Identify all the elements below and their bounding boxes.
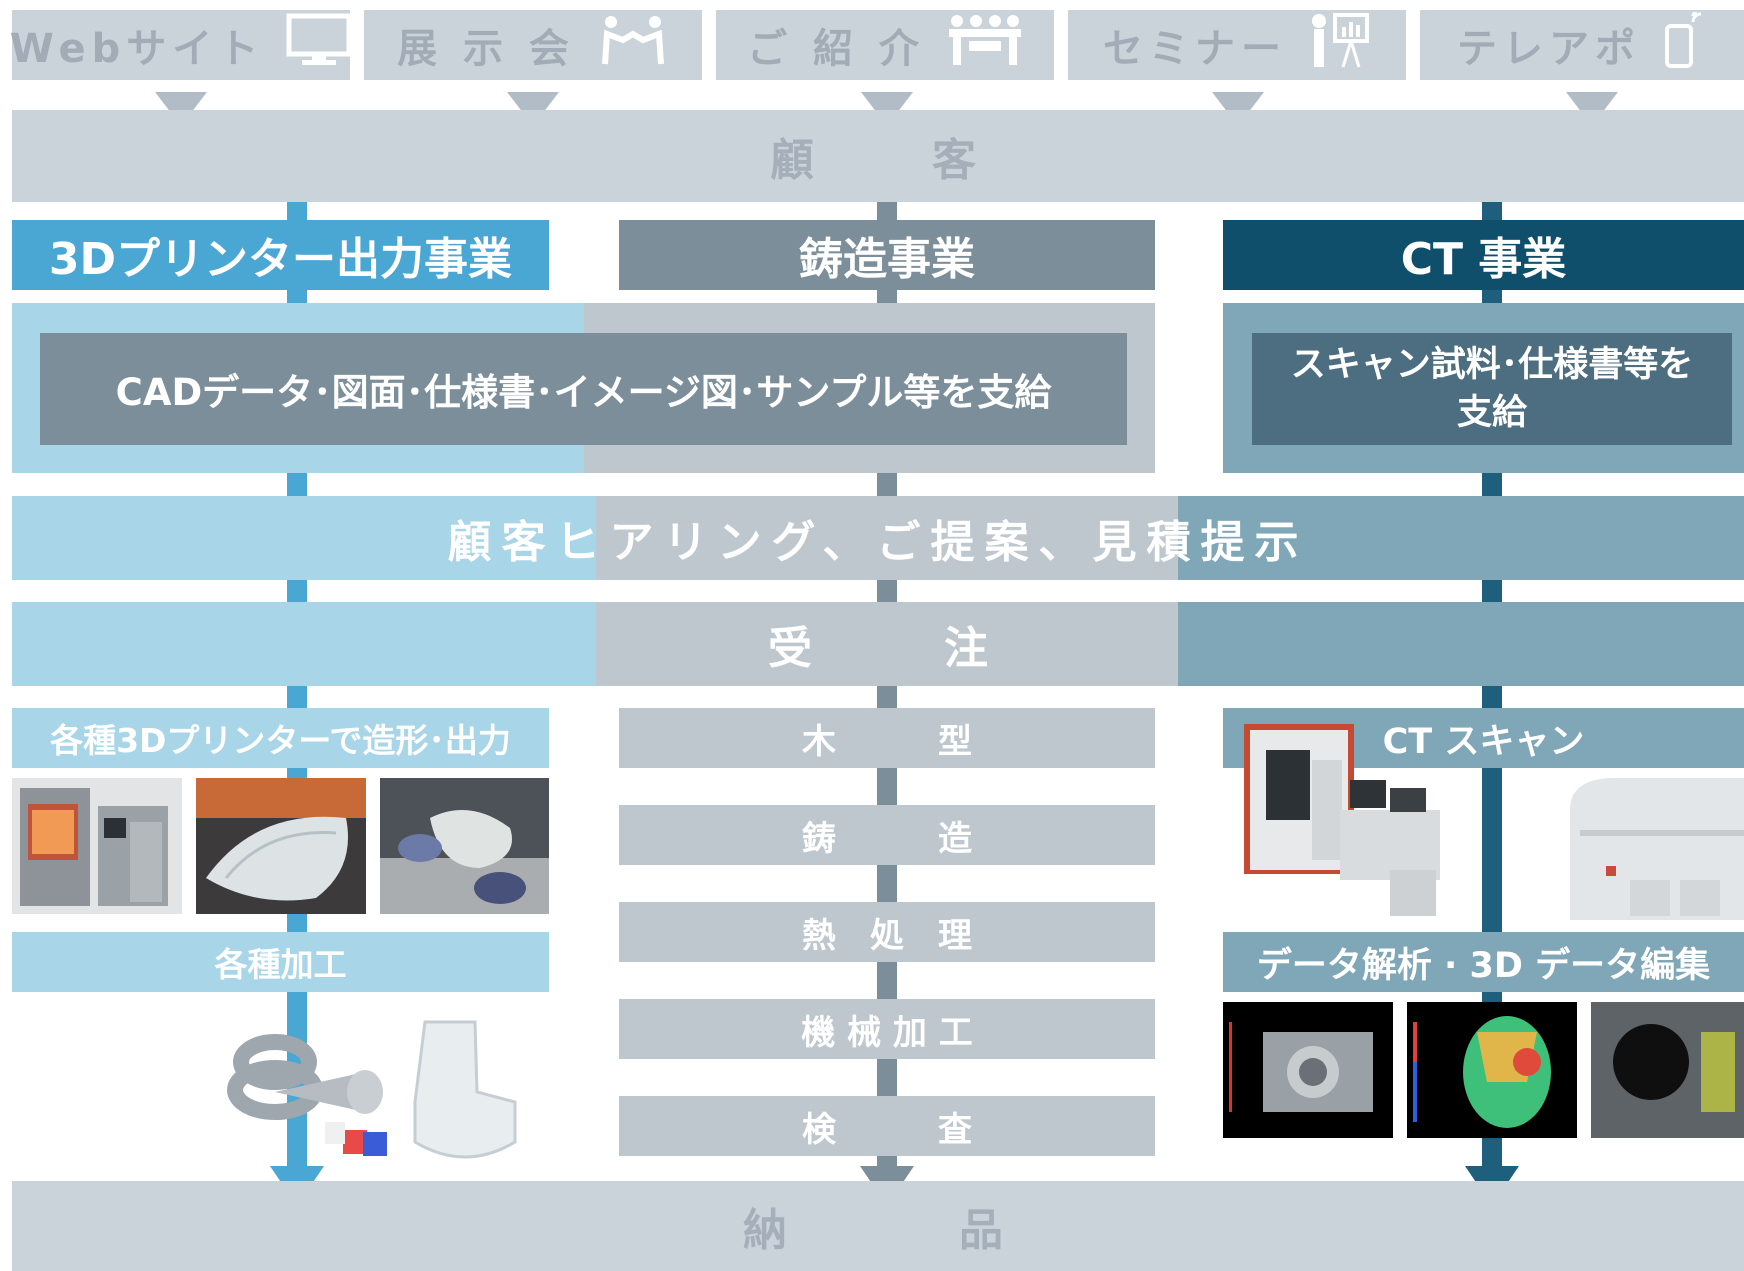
order-label: 受 注 <box>768 623 988 674</box>
hearing-bg-casting <box>596 496 1190 580</box>
source-label: セミナー <box>1103 26 1287 72</box>
hearing-label: 顧客ヒアリング、ご提案、見積提示 <box>447 517 1309 568</box>
photo-3d-printed-part <box>196 778 366 914</box>
photo-ct-analysis-2 <box>1407 1002 1577 1138</box>
supply-box-left: CADデータ･図面･仕様書･イメージ図･サンプル等を支給 <box>40 333 1127 445</box>
casting-step-machining: 機 械 加 工 <box>619 999 1155 1059</box>
casting-step-pattern: 木 型 <box>619 708 1155 768</box>
source-exhibition[interactable]: 展 示 会 <box>364 10 702 80</box>
hearing-band: 顧客ヒアリング、ご提案、見積提示 <box>12 496 1744 580</box>
photo-3d-model-handling <box>380 778 549 914</box>
delivery-label: 納 品 <box>743 1205 1013 1256</box>
meeting-icon <box>947 13 1023 77</box>
source-label: Webサイト <box>9 26 265 72</box>
supply-label-line1: スキャン試料･仕様書等を <box>1290 345 1694 385</box>
division-header-casting: 鋳造事業 <box>619 220 1155 290</box>
division-label: CT 事業 <box>1400 234 1567 285</box>
step-label: データ解析 · 3D データ編集 <box>1256 945 1711 986</box>
photo-processed-parts <box>215 1002 545 1172</box>
division-label: 3Dプリンター出力事業 <box>48 234 513 285</box>
step-label: 鋳 造 <box>802 818 972 859</box>
handshake-icon <box>597 14 669 76</box>
source-web[interactable]: Webサイト <box>9 10 352 80</box>
photo-ct-analysis-1 <box>1223 1002 1393 1138</box>
order-bg-ct <box>1178 602 1744 686</box>
photo-ct-scanner-right <box>1560 770 1744 920</box>
step-label: CT スキャン <box>1382 721 1585 762</box>
printing-step-output: 各種3Dプリンターで造形･出力 <box>12 708 549 768</box>
source-telephone[interactable]: テレアポ <box>1420 10 1744 80</box>
customer-label: 顧 客 <box>770 135 986 186</box>
delivery-band: 納 品 <box>12 1181 1744 1271</box>
source-label: 展 示 会 <box>397 26 575 72</box>
photo-3d-printer-machine <box>12 778 182 914</box>
casting-step-casting: 鋳 造 <box>619 805 1155 865</box>
hearing-bg-ct <box>1178 496 1744 580</box>
source-referral[interactable]: ご 紹 介 <box>716 10 1054 80</box>
hearing-bg-printing <box>12 496 596 580</box>
order-text-wrap: 受 注 <box>12 602 1744 686</box>
supply-label: CADデータ･図面･仕様書･イメージ図･サンプル等を支給 <box>115 371 1052 414</box>
casting-step-heat-treatment: 熱 処 理 <box>619 902 1155 962</box>
casting-step-inspection: 検 査 <box>619 1096 1155 1156</box>
step-label: 各種3Dプリンターで造形･出力 <box>50 721 511 760</box>
step-label: 熱 処 理 <box>802 915 972 956</box>
presentation-icon <box>1309 11 1371 79</box>
source-label: ご 紹 介 <box>747 26 925 72</box>
source-label: テレアポ <box>1457 26 1641 72</box>
step-label: 検 査 <box>802 1109 972 1150</box>
division-header-printing: 3Dプリンター出力事業 <box>12 220 549 290</box>
order-band: 受 注 <box>12 602 1744 686</box>
division-header-ct: CT 事業 <box>1223 220 1744 290</box>
step-label: 機 械 加 工 <box>801 1012 973 1053</box>
division-label: 鋳造事業 <box>799 234 975 285</box>
hearing-text-wrap: 顧客ヒアリング、ご提案、見積提示 <box>12 496 1744 580</box>
customer-band: 顧 客 <box>12 110 1744 202</box>
step-label: 各種加工 <box>214 945 347 984</box>
order-bg-casting <box>596 602 1190 686</box>
order-bg-printing <box>12 602 596 686</box>
supply-box-right: スキャン試料･仕様書等を 支給 <box>1252 333 1732 445</box>
monitor-icon <box>286 13 352 77</box>
source-seminar[interactable]: セミナー <box>1068 10 1406 80</box>
printing-step-processing: 各種加工 <box>12 932 549 992</box>
phone-icon <box>1663 10 1707 78</box>
supply-label-line2: 支給 <box>1456 393 1527 433</box>
ct-step-analysis: データ解析 · 3D データ編集 <box>1223 932 1744 992</box>
photo-ct-analysis-3 <box>1591 1002 1744 1138</box>
step-label: 木 型 <box>802 721 972 762</box>
photo-ct-scanner-left <box>1240 720 1445 920</box>
